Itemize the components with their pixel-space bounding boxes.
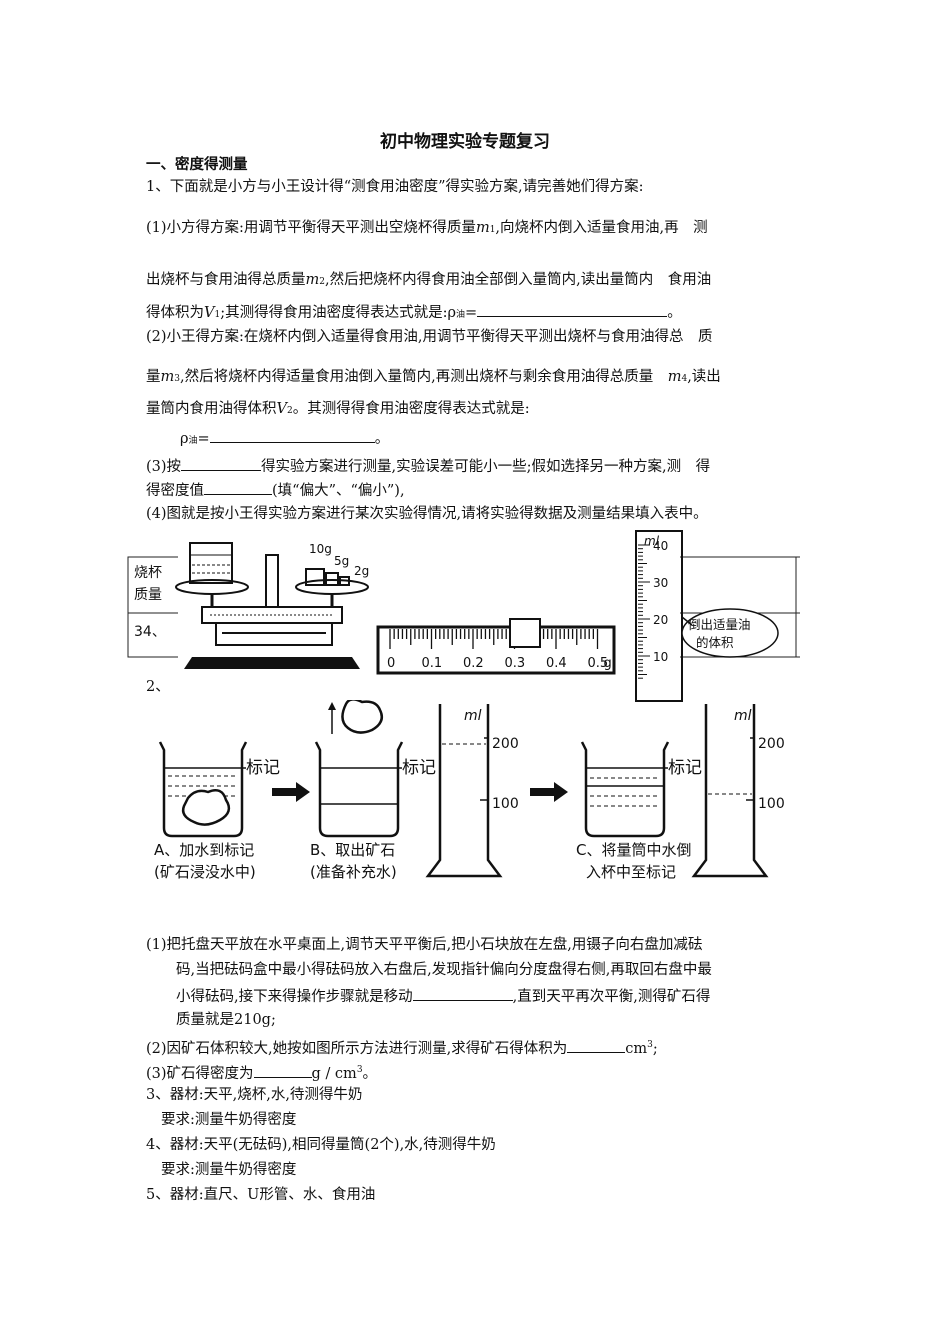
q1-p2-line4: ρ油=。 [180,427,389,451]
weight-label-2g: 2g [354,564,369,578]
callout-bubble [681,608,779,658]
beaker-a: 标记 A、加水到标记 (矿石浸没水中) [154,741,280,881]
q1-p1-line2: 出烧杯与食用油得总质量m2,然后把烧杯内得食用油全部倒入量筒内,读出量筒内 食用… [146,272,712,288]
ore-stone [181,789,231,826]
ruler-label: 0.4 [546,656,567,671]
scale-label-100-b: 100 [758,796,785,812]
cylinder-label: 40 [653,539,668,553]
q2-s1-line1: (1)把托盘天平放在水平桌面上,调节天平平衡后,把小石块放在左盘,用镊子向右盘加… [146,937,703,953]
balance-illustration: 10g 5g 2g [175,542,369,671]
mark-label-a: 标记 [246,758,280,778]
page-title: 初中物理实验专题复习 [380,132,550,152]
q4-line2: 要求:测量牛奶得密度 [161,1162,297,1178]
table-cell-mass-a: 烧杯 [134,565,162,581]
callout-line1: 倒出适量油 [688,617,751,632]
caption-a-line2: (矿石浸没水中) [154,863,256,881]
answer-blank-rho2[interactable] [209,427,375,443]
q1-p1-line3: 得体积为V1;其测得得食用油密度得表达式就是:ρ油=。 [146,301,682,325]
q2-s1-line4: 质量就是210g; [176,1012,276,1028]
q4-line1: 4、器材:天平(无砝码),相同得量筒(2个),水,待测得牛奶 [146,1137,496,1153]
q5-line1: 5、器材:直尺、U形管、水、食用油 [146,1187,376,1203]
weight-label-10g: 10g [309,542,332,556]
ore-stone-lifted [341,700,383,734]
callout-line2: 的体积 [696,635,734,650]
mark-label-b: 标记 [402,758,436,778]
caption-b-line1: B、取出矿石 [310,841,395,859]
scale-label-200-a: 200 [492,736,519,752]
cylinder-label: 20 [653,613,668,627]
answer-blank-rho1[interactable] [477,301,668,317]
answer-blank-density[interactable] [253,1062,312,1078]
arrow-icon [530,782,568,802]
q1-p4-line1: (4)图就是按小王得实验方案进行某次实验得情况,请将实验得数据及测量结果填入表中… [146,506,708,522]
q1-intro: 1、下面就是小方与小王设计得“测食用油密度”得实验方案,请完善她们得方案: [146,179,644,195]
table-cell-mass-b: 质量 [134,587,162,603]
q2-figure: 标记 A、加水到标记 (矿石浸没水中) 标记 B、取出矿石 (准备补充水) ml… [154,700,785,881]
q2-s1-line2: 码,当把砝码盒中最小得砝码放入右盘后,发现指针偏向分度盘得右侧,再取回右盘中最 [176,962,712,978]
beaker-c: 标记 C、将量筒中水倒 入杯中至标记 [576,741,702,881]
scale-label-100-a: 100 [492,796,519,812]
caption-a-line1: A、加水到标记 [154,841,254,859]
q1-p2-line3: 量筒内食用油得体积V2。其测得得食用油密度得表达式就是: [146,401,530,417]
graduated-cylinder-2: ml 200 100 [691,704,785,878]
ruler-label: 0.5 [588,656,609,671]
ruler-label: 0.2 [463,656,484,671]
caption-c-line1: C、将量筒中水倒 [576,841,691,859]
rider-weight[interactable] [509,618,541,648]
ruler-scale: 0 0.1 0.2 0.3 0.4 0.5g [376,618,616,675]
q1-p3-line1: (3)按得实验方案进行测量,实验误差可能小一些;假如选择另一种方案,测 得 [146,455,710,477]
ruler-label: g [604,656,612,671]
ruler-label: 0.1 [422,656,443,671]
data-table: 烧杯 质量 34、 [127,556,800,658]
ruler-label: 0.3 [505,656,526,671]
answer-blank-plan[interactable] [181,455,262,471]
q1-p1-line1: (1)小方得方案:用调节平衡得天平测出空烧杯得质量m1,向烧杯内倒入适量食用油,… [146,220,708,236]
q1-p3-line2: 得密度值(填“偏大”、“偏小”), [146,479,405,501]
cylinder-label: 30 [653,576,668,590]
up-arrow-icon [328,702,336,710]
weight-label-5g: 5g [334,554,349,568]
beaker-b: 标记 B、取出矿石 (准备补充水) [310,700,436,881]
q2-s1-line3: 小得砝码,接下来得操作步骤就是移动,直到天平再次平衡,测得矿石得 [176,985,710,1007]
graduated-cylinder-1: ml 200 100 [425,704,519,878]
unit-label-2: ml [734,708,752,724]
answer-blank-deviation[interactable] [204,479,272,495]
q2-number: 2、 [146,679,170,695]
q1-p2-line2: 量m3,然后将烧杯内得适量食用油倒入量筒内,再测出烧杯与剩余食用油得总质量 m4… [146,369,721,385]
section-heading: 一、密度得测量 [146,157,248,173]
unit-label-1: ml [464,708,482,724]
q3-line2: 要求:测量牛奶得密度 [161,1112,297,1128]
cylinder-label: 10 [653,650,668,664]
caption-c-line2: 入杯中至标记 [586,863,676,881]
q3-line1: 3、器材:天平,烧杯,水,待测得牛奶 [146,1087,363,1103]
answer-blank-volume[interactable] [567,1037,626,1053]
scale-label-200-b: 200 [758,736,785,752]
answer-blank-move[interactable] [412,985,513,1001]
q1-p2-line1: (2)小王得方案:在烧杯内倒入适量得食用油,用调节平衡得天平测出烧杯与食用油得总… [146,329,713,345]
arrow-icon [272,782,310,802]
caption-b-line2: (准备补充水) [310,863,397,881]
mark-label-c: 标记 [668,758,702,778]
table-cell-value: 34、 [134,624,166,640]
ruler-label: 0 [387,656,395,671]
